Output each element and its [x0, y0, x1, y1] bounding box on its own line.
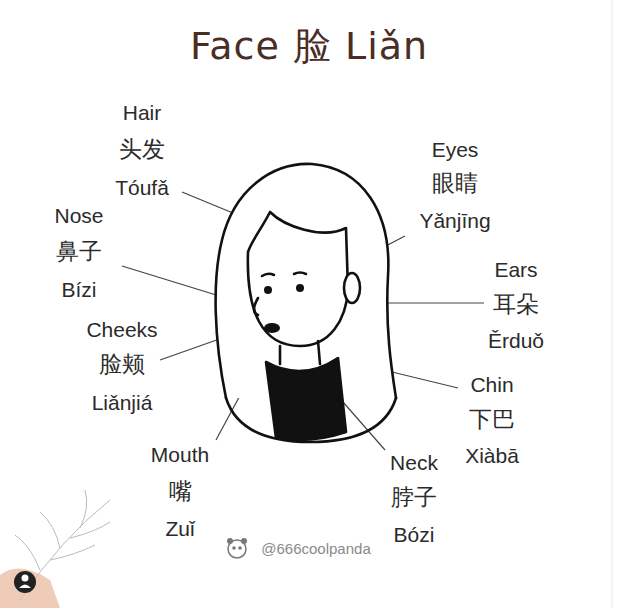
part-chinese: 头发 — [119, 137, 165, 162]
part-pinyin: Yǎnjīng — [419, 209, 490, 232]
part-name: Neck — [390, 451, 438, 474]
part-pinyin: Tóufǎ — [115, 176, 169, 199]
profile-icon-head — [22, 575, 29, 582]
edge-rule — [612, 0, 613, 608]
girl-drawing — [216, 164, 396, 442]
part-chinese: 鼻子 — [56, 239, 102, 264]
part-name: Cheeks — [86, 318, 157, 341]
part-chinese: 下巴 — [469, 407, 515, 432]
part-chinese: 嘴 — [169, 479, 192, 504]
part-pinyin: Zuǐ — [165, 517, 194, 540]
part-chinese: 耳朵 — [493, 292, 539, 317]
part-pinyin: Liǎnjiá — [92, 391, 153, 414]
part-name: Ears — [494, 258, 537, 281]
eye-dot — [264, 286, 272, 294]
part-pinyin: Bózi — [394, 523, 435, 546]
part-name: Mouth — [151, 443, 209, 466]
profile-icon-body — [19, 585, 31, 589]
part-name: Chin — [470, 373, 513, 396]
part-name: Hair — [123, 101, 162, 124]
part-chinese: 眼睛 — [432, 171, 478, 196]
part-name: Nose — [54, 204, 103, 227]
panda-icon — [227, 538, 247, 558]
part-chinese: 脖子 — [391, 485, 437, 510]
part-chinese: 脸颊 — [99, 352, 145, 377]
corner-blob — [0, 569, 60, 608]
diagram-title: Face 脸 Liǎn — [190, 26, 428, 68]
part-pinyin: Bízi — [61, 278, 96, 301]
part-pinyin: Ěrduǒ — [488, 329, 544, 352]
eye-dot — [296, 284, 304, 292]
part-pinyin: Xiàbā — [465, 444, 519, 467]
lips — [264, 323, 280, 333]
profile-icon — [14, 571, 36, 593]
watermark: @666coolpanda — [261, 541, 370, 558]
leaf-decoration — [15, 490, 110, 600]
part-name: Eyes — [432, 138, 479, 161]
